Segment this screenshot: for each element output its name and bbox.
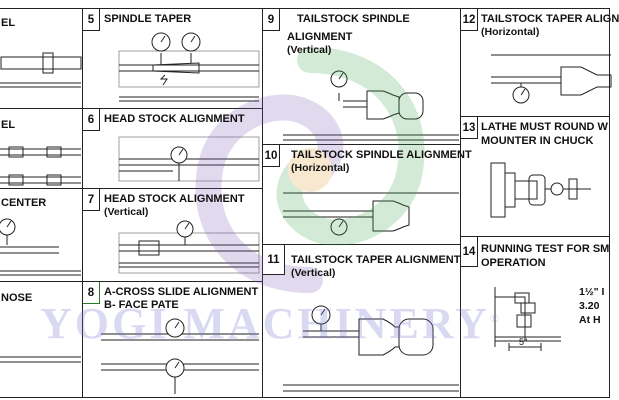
cell-title: LATHE MUST ROUND W	[481, 121, 608, 134]
dial-gauge-icon	[176, 220, 194, 238]
cell-12: 12 TAILSTOCK TAPER ALIGN(Horizontal)	[460, 8, 619, 118]
cell-14: 14 RUNNING TEST FOR SM OPERATION 5" 1½" …	[460, 236, 610, 398]
dial-gauge-icon	[512, 86, 530, 104]
cell-title-text: TAILSTOCK TAPER ALIGN	[481, 13, 619, 25]
cell-9: 9 TAILSTOCK SPINDLE ALIGNMENT(Vertical)	[262, 8, 462, 146]
note-line-3: At H	[579, 314, 601, 326]
cell-title: CENTER	[1, 197, 47, 209]
cell-subtitle: B- FACE PATE	[104, 299, 179, 311]
cell-title: HEAD STOCK ALIGNMENT	[104, 113, 245, 125]
dial-gauge-icon	[170, 146, 188, 164]
note-line-2: 3.20	[579, 300, 600, 312]
headstock-vertical-diagram	[118, 220, 260, 274]
lathe-test-chart: EL EL CENTER NOSE 5 SPIND	[0, 8, 619, 398]
cross-slide-diagram	[101, 318, 259, 394]
cell-title: EL	[1, 17, 16, 29]
cell-6: 6 HEAD STOCK ALIGNMENT	[82, 108, 263, 190]
cell-title: SPINDLE TAPER	[104, 13, 192, 25]
center-diagram	[0, 218, 81, 276]
cell-11: 11 TAILSTOCK TAPER ALIGNMENT(Vertical)	[262, 244, 462, 398]
cell-number: 10	[263, 145, 280, 167]
cell-title-text: RUNNING TEST FOR SM	[481, 243, 610, 255]
dial-gauge-icon	[311, 305, 331, 325]
cell-title: TAILSTOCK SPINDLE	[297, 13, 410, 25]
cell-title-line2: MOUNTER IN CHUCK	[481, 135, 594, 147]
tailstock-spindle-horizontal-diagram	[283, 192, 459, 236]
cell-7: 7 HEAD STOCK ALIGNMENT(Vertical)	[82, 188, 263, 283]
cell-left-2: EL	[0, 108, 83, 190]
chuck-round-diagram	[490, 162, 591, 218]
dial-gauge-icon	[0, 218, 16, 245]
dial-gauge-icon	[151, 32, 171, 52]
cell-subtitle: (Horizontal)	[291, 162, 350, 174]
cell-title: NOSE	[1, 292, 33, 304]
cell-title: TAILSTOCK TAPER ALIGNMENT(Vertical)	[291, 254, 460, 280]
dial-gauge-icon	[165, 318, 185, 338]
cell-title: TAILSTOCK TAPER ALIGN(Horizontal)	[481, 13, 619, 39]
cell-left-4: NOSE	[0, 281, 83, 398]
tailstock-taper-horizontal-diagram	[491, 54, 612, 104]
tailstock-taper-vertical-diagram	[283, 305, 459, 392]
cell-number: 12	[461, 9, 478, 31]
headstock-alignment-diagram	[118, 136, 260, 182]
cell-title-text: TAILSTOCK TAPER ALIGNMENT	[291, 254, 461, 266]
cell-title-line2: OPERATION	[481, 257, 546, 269]
cell-subtitle: (Vertical)	[287, 44, 332, 56]
cell-title-text: TAILSTOCK SPINDLE ALIGNMENT	[291, 149, 472, 161]
cell-subtitle: (Vertical)	[291, 267, 336, 279]
note-line-1: 1½" I	[579, 286, 605, 298]
cell-title-line2: ALIGNMENT(Vertical)	[287, 31, 352, 57]
cell-title-text: A-CROSS SLIDE ALIGNMENT	[104, 286, 259, 298]
cell-number: 8	[83, 282, 100, 304]
cell-title: EL	[1, 119, 16, 131]
cell-10: 10 TAILSTOCK SPINDLE ALIGNMENT(Horizonta…	[262, 144, 472, 246]
level-diagram	[0, 146, 81, 186]
cell-number: 9	[263, 9, 280, 31]
dial-gauge-icon	[330, 218, 348, 236]
dial-gauge-icon	[330, 70, 348, 88]
cell-13: 13 LATHE MUST ROUND W MOUNTER IN CHUCK	[460, 116, 610, 238]
tailstock-spindle-vertical-diagram	[283, 70, 459, 141]
cell-number: 11	[263, 245, 285, 275]
cell-left-1: EL	[0, 8, 83, 110]
cell-title: RUNNING TEST FOR SM	[481, 243, 609, 256]
cell-title-text: LATHE MUST ROUND W	[481, 121, 608, 133]
dimension-label: 5"	[519, 337, 528, 347]
cell-title-text: HEAD STOCK ALIGNMENT	[104, 193, 245, 205]
cell-title: HEAD STOCK ALIGNMENT(Vertical)	[104, 193, 245, 219]
cell-number: 7	[83, 189, 100, 211]
cell-subtitle: (Horizontal)	[481, 26, 540, 38]
cell-number: 13	[461, 117, 478, 139]
cell-title-text: ALIGNMENT	[287, 31, 353, 43]
level-diagram	[0, 52, 82, 88]
cell-number: 5	[83, 9, 100, 31]
cell-5: 5 SPINDLE TAPER	[82, 8, 263, 110]
cell-number: 6	[83, 109, 100, 131]
spindle-taper-diagram	[118, 32, 260, 102]
dial-gauge-icon	[181, 32, 201, 52]
running-test-diagram	[494, 287, 561, 351]
cell-title: TAILSTOCK SPINDLE ALIGNMENT(Horizontal)	[291, 149, 472, 175]
cell-number: 14	[461, 237, 478, 267]
dial-gauge-icon	[165, 358, 185, 378]
cell-left-3: CENTER	[0, 188, 83, 283]
dial-gauge-icon	[550, 182, 564, 196]
cell-subtitle: (Vertical)	[104, 206, 149, 218]
nose-diagram	[0, 356, 81, 363]
